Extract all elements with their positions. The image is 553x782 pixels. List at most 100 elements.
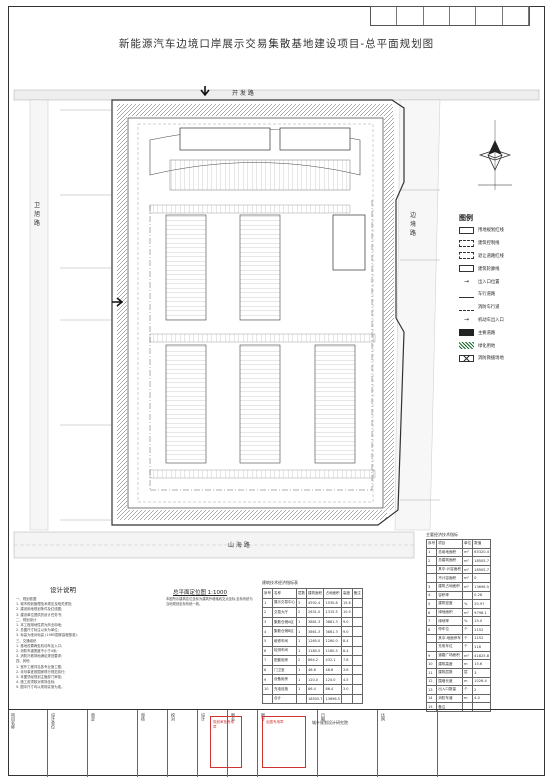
north-arrow-icon xyxy=(478,120,512,190)
table-cell: 围墙长度 xyxy=(436,676,463,687)
table-cell: 14 xyxy=(425,693,438,704)
legend-swatch: → xyxy=(463,316,470,324)
table-cell: 5 xyxy=(425,599,438,609)
title-block-label: 审核 xyxy=(141,713,146,721)
title-block-label: 设计单位 xyxy=(51,713,56,729)
table-cell: 3 xyxy=(425,581,438,592)
title-block-label: 审定 xyxy=(91,713,96,721)
table-cell: 个 xyxy=(461,633,474,644)
table-cell: m² xyxy=(461,581,474,592)
table-cell: m² xyxy=(461,607,474,618)
legend-item: 退让道路红线 xyxy=(459,250,529,263)
design-note-line: 1. 室外工程详见各专业施工图; xyxy=(16,664,63,669)
title-block-cell: 审定 xyxy=(88,710,138,777)
table-row: 序号名称层数建筑面积占地面积高度备注 xyxy=(262,588,363,599)
table-cell: 层 xyxy=(461,667,474,678)
table-cell xyxy=(461,590,474,601)
table-cell xyxy=(340,693,353,705)
table-cell: 建筑高度 xyxy=(436,659,463,669)
table-cell: 48.6 xyxy=(305,664,325,676)
site-map-text: 本图所示建筑定位坐标为建筑外墙轴线交点坐标,坐标系统与当地规划坐标系统一致。 xyxy=(166,597,253,606)
table-cell: % xyxy=(461,599,474,609)
table-cell: 6 xyxy=(425,607,438,618)
table-cell xyxy=(351,607,363,618)
table-cell: 1 xyxy=(296,635,307,647)
legend-item: 车行道路 xyxy=(459,288,529,301)
legend-swatch xyxy=(459,239,474,247)
title-block-cell: 校对 xyxy=(168,710,198,777)
design-note-line: 1. 本工程用地性质为商业用地; xyxy=(16,623,63,628)
road-label-east: 边 境 路 xyxy=(410,212,417,237)
table-cell xyxy=(425,573,438,583)
table-cell: 数值 xyxy=(472,539,492,549)
table-cell: 建筑占地面积 xyxy=(436,581,463,592)
stamp xyxy=(262,716,306,768)
legend-item: 用地规划红线 xyxy=(459,224,529,237)
table-cell: 10.5 xyxy=(340,607,353,618)
table-cell: 3861.3 xyxy=(323,616,342,628)
table-cell: 86.4 xyxy=(323,683,342,695)
table-cell: 1315.5 xyxy=(323,607,342,618)
table-cell xyxy=(351,626,363,637)
table-cell: 总用地面积 xyxy=(436,547,463,558)
table-cell: 864.2 xyxy=(305,655,325,666)
table-cell: 0 xyxy=(472,573,492,583)
title-block-cell: 日期 xyxy=(318,710,378,777)
table-cell: m xyxy=(461,693,474,704)
table-cell: 名称 xyxy=(272,588,297,599)
table-cell: 交易大厅 xyxy=(272,607,297,618)
econ-table-caption: 主要经济技术指标 xyxy=(426,532,458,537)
legend-item: 绿化用地 xyxy=(459,339,529,352)
table-cell: 2 xyxy=(296,607,307,618)
road-label-west: 卫 旭 路 xyxy=(34,202,41,227)
table-cell: 8.4 xyxy=(340,635,353,647)
table-cell: 4592.4 xyxy=(305,597,325,609)
table-cell: 1530.8 xyxy=(323,597,342,609)
legend-swatch xyxy=(459,342,474,350)
legend-label: 用地规划红线 xyxy=(478,228,504,234)
title-block-label: 项目名称 xyxy=(11,713,16,729)
table-cell: 1 xyxy=(296,664,307,676)
table-cell: 充电设施 xyxy=(272,683,297,695)
table-cell: 序号 xyxy=(425,539,438,549)
design-note-line: 3. 本图须经规划主管部门审批; xyxy=(16,675,63,680)
legend-label: 机动车出入口 xyxy=(478,317,504,323)
legend-swatch xyxy=(459,265,474,273)
table-cell: 48.6 xyxy=(323,664,342,676)
table-cell: 120.0 xyxy=(305,674,325,685)
table-cell: 18505.7 xyxy=(305,693,325,705)
design-note-line: 3. 消防扑救场地满足规范要求; xyxy=(16,654,63,659)
legend-item: 消防车行道 xyxy=(459,301,529,314)
table-cell: 占地面积 xyxy=(323,588,342,599)
table-cell: 项目 xyxy=(436,539,463,549)
table-cell: 容积率 xyxy=(436,590,463,601)
table-cell: 3861.3 xyxy=(305,626,325,637)
table-cell: 充电车位 xyxy=(436,642,463,652)
design-note-line: 1. 基地设置两处机动车出入口; xyxy=(16,643,63,648)
table-cell: 序号 xyxy=(262,588,273,599)
design-note-line: 四、其他 xyxy=(16,659,30,664)
table-cell: m² xyxy=(461,564,474,575)
table-cell: 道路广场面积 xyxy=(436,650,463,661)
table-cell xyxy=(351,655,363,666)
table-cell xyxy=(351,683,363,695)
table-cell: 1260.0 xyxy=(323,635,342,647)
legend-swatch xyxy=(459,291,474,298)
table-cell: 绿地面积 xyxy=(436,607,463,618)
title-block-label: 日期 xyxy=(321,713,326,721)
table-cell: 3.0 xyxy=(340,683,353,695)
table-cell: 集散仓储B区 xyxy=(272,626,297,637)
table-cell: 维修车间 xyxy=(272,635,297,647)
table-cell xyxy=(351,597,363,609)
table-cell xyxy=(351,645,363,657)
